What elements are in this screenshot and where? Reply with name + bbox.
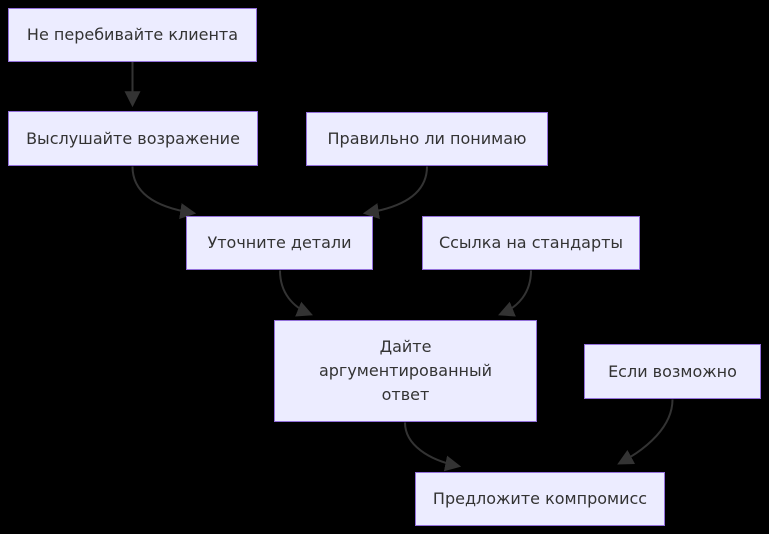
node-offer-compromise: Предложите компромисс [415, 472, 665, 526]
node-understand-correctly: Правильно ли понимаю [306, 112, 548, 166]
edge-listen-to-clarify [131, 166, 197, 219]
node-label: Предложите компромисс [432, 489, 648, 508]
node-label: Не перебивайте клиента [26, 25, 239, 44]
node-label: Ссылка на стандарты [438, 233, 624, 252]
node-reference-standards: Ссылка на стандарты [422, 216, 640, 270]
node-label: Если возможно [608, 361, 737, 381]
node-label: Уточните детали [207, 233, 352, 252]
node-label: Дайте аргументированный ответ [318, 337, 493, 404]
node-listen-objection: Выслушайте возражение [8, 111, 258, 166]
node-label: Выслушайте возражение [26, 128, 240, 148]
edge-standards-to-answer [498, 270, 532, 317]
edge-answer-to-compromise [404, 422, 462, 472]
node-dont-interrupt-client: Не перебивайте клиента [8, 8, 257, 62]
node-reasoned-answer: Дайте аргументированный ответ [274, 320, 537, 422]
edge-clarify-to-answer [279, 270, 313, 317]
node-label: Правильно ли понимаю [327, 129, 527, 148]
node-clarify-details: Уточните детали [186, 216, 373, 270]
edge-understand-to-clarify [362, 166, 428, 219]
node-if-possible: Если возможно [584, 344, 761, 399]
edge-ifpossible-to-compromise [617, 399, 674, 465]
